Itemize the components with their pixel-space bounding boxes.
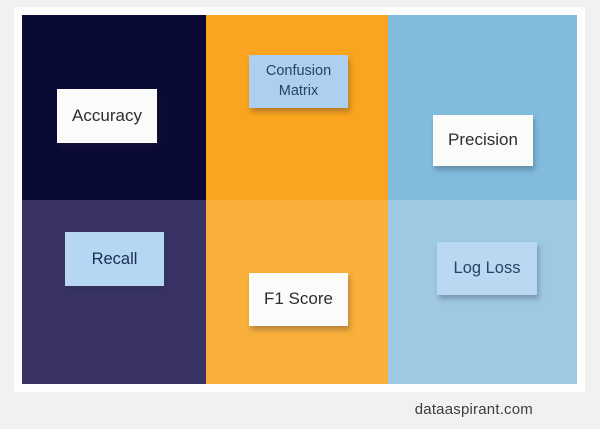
recall-label-card: Recall (65, 232, 164, 286)
confusion-matrix-label-card: Confusion Matrix (249, 55, 348, 108)
panel-log-loss: Log Loss (388, 200, 577, 384)
accuracy-label-card: Accuracy (57, 89, 157, 143)
panel-recall: Recall (22, 200, 206, 384)
precision-label-card: Precision (433, 115, 533, 166)
log-loss-label: Log Loss (453, 259, 521, 278)
log-loss-label-card: Log Loss (437, 242, 537, 295)
panel-confusion-matrix: Confusion Matrix (206, 15, 388, 200)
panel-f1-score: F1 Score (206, 200, 388, 384)
recall-label: Recall (91, 249, 138, 268)
metrics-grid: Accuracy Confusion Matrix Precision Reca… (22, 15, 577, 384)
panel-precision: Precision (388, 15, 577, 200)
f1-score-label: F1 Score (264, 289, 333, 309)
confusion-matrix-label: Confusion Matrix (265, 62, 332, 99)
accuracy-label: Accuracy (72, 105, 142, 125)
f1-score-label-card: F1 Score (249, 273, 348, 326)
precision-label: Precision (448, 130, 518, 150)
watermark-text: dataaspirant.com (414, 401, 533, 418)
panel-accuracy: Accuracy (22, 15, 206, 200)
